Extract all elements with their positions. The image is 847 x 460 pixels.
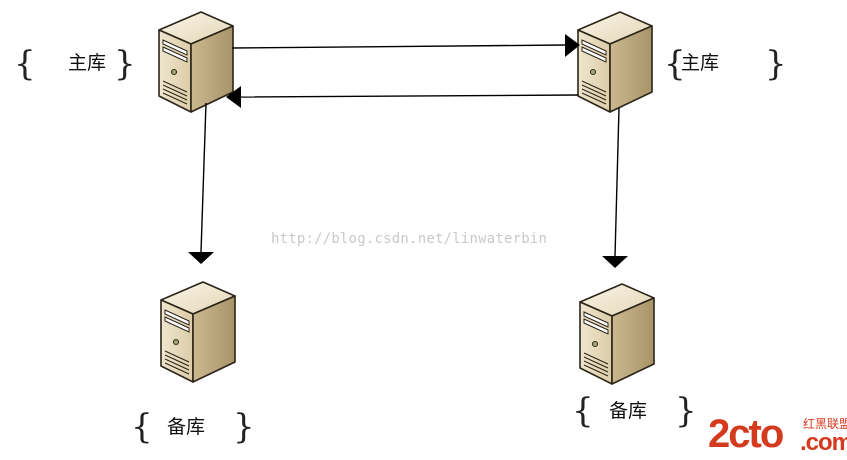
watermark-url: http://blog.csdn.net/linwaterbin (271, 231, 548, 247)
server-icon-standby-left (160, 281, 236, 383)
server-icon-standby-right (579, 283, 655, 385)
label-primary-left: 主库 (68, 52, 107, 74)
brace-close-primary-right: } (765, 44, 787, 84)
brace-open-primary-left: { (14, 44, 36, 84)
label-primary-right: 主库 (681, 52, 720, 74)
server-icon-primary-right (577, 11, 653, 113)
brand-logo-sub: 红黑联盟 (803, 417, 847, 431)
brand-logo: 2cto 红黑联盟 .com (708, 410, 847, 458)
brace-open-primary-right: { (664, 44, 686, 84)
label-standby-right: 备库 (609, 400, 648, 422)
brace-open-standby-left: { (131, 407, 153, 447)
brace-close-standby-left: } (233, 407, 255, 447)
server-icon-primary-left (158, 11, 234, 113)
arrow-primary-left-to-standby-left (188, 102, 214, 264)
brand-logo-main: 2cto (708, 412, 784, 456)
brace-close-standby-right: } (675, 391, 697, 431)
label-standby-left: 备库 (167, 416, 206, 438)
arrow-primary-left-to-primary-right (231, 34, 580, 57)
brace-open-standby-right: { (572, 391, 594, 431)
arrow-primary-right-to-standby-right (602, 107, 628, 268)
brand-logo-domain: .com (800, 429, 847, 456)
arrow-primary-right-to-primary-left (226, 86, 579, 108)
brace-close-primary-left: } (114, 44, 136, 84)
